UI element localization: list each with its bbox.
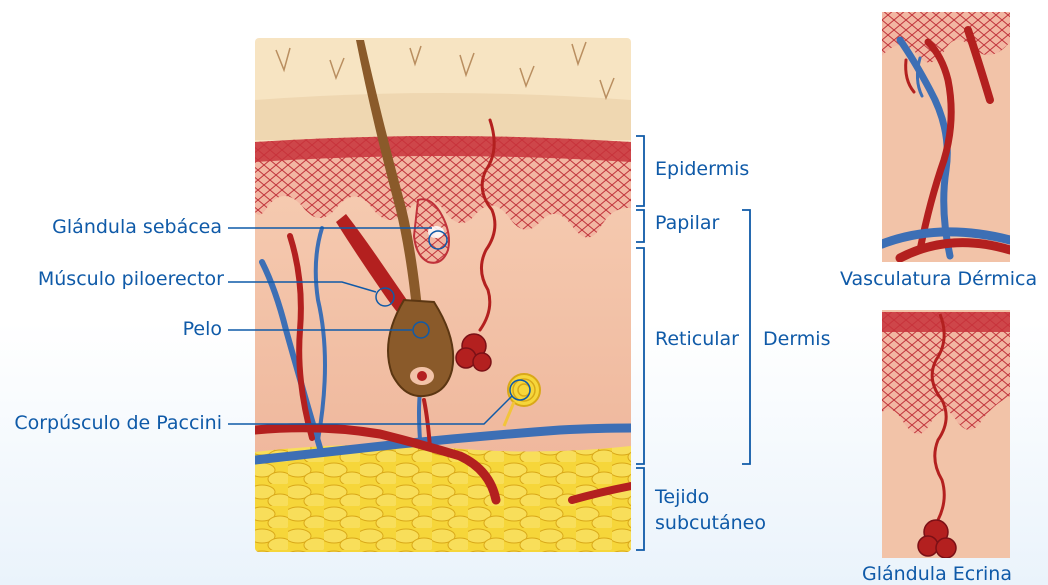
label-papillary: Papilar — [655, 214, 719, 233]
bracket-reticular — [636, 248, 644, 464]
label-subcutaneous-line1: Tejido — [655, 488, 709, 507]
label-sebaceous-gland: Glándula sebácea — [20, 218, 222, 237]
label-arrector-muscle: Músculo piloerector — [10, 270, 224, 289]
bracket-dermis — [742, 210, 750, 464]
bracket-papillary — [636, 210, 644, 242]
label-epidermis: Epidermis — [655, 160, 749, 179]
label-paccini: Corpúsculo de Paccini — [2, 414, 222, 433]
inset-eccrine — [882, 310, 1010, 558]
main-skin-block — [255, 38, 631, 552]
bracket-subcutaneous — [636, 468, 644, 550]
label-dermis: Dermis — [763, 330, 830, 349]
bracket-epidermis — [636, 136, 644, 206]
caption-vasculature: Vasculatura Dérmica — [840, 270, 1037, 289]
caption-eccrine: Glándula Ecrina — [862, 565, 1012, 584]
label-hair: Pelo — [120, 320, 222, 339]
label-reticular: Reticular — [655, 330, 739, 349]
label-subcutaneous-line2: subcutáneo — [655, 514, 766, 533]
inset-vasculature — [882, 12, 1010, 262]
